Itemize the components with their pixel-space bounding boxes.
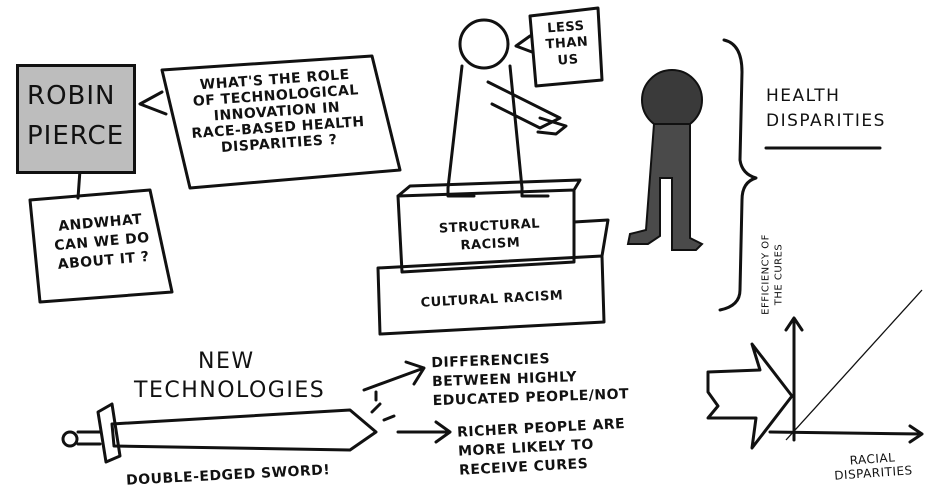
new-technologies-label: NEW TECHNOLOGIES xyxy=(134,348,364,405)
followup-bubble-tail xyxy=(76,168,82,200)
new-technologies-line: TECHNOLOGIES xyxy=(134,377,326,403)
health-disparities-line: HEALTH xyxy=(766,86,841,106)
sword-pommel xyxy=(61,430,79,448)
followup-bubble-text: ANDWHAT CAN WE DO ABOUT IT ? xyxy=(36,209,168,277)
sword-blade xyxy=(110,408,378,452)
silhouette-figure xyxy=(626,69,704,251)
figure-pointing-hand xyxy=(536,116,568,136)
health-disparities-bracket xyxy=(718,38,758,312)
graph-y-axis-label: EFFICIENCY OF THE CURES xyxy=(761,210,786,340)
graph-trend-line xyxy=(785,289,923,441)
graph-x-axis xyxy=(768,424,924,444)
effect-richer-text: RICHER PEOPLE ARE MORE LIKELY TO RECEIVE… xyxy=(457,412,680,480)
figure-speech-tail xyxy=(514,34,534,54)
speaker-name-box: ROBIN PIERCE xyxy=(16,64,136,174)
sword-grip xyxy=(76,430,102,446)
question-bubble-outline xyxy=(160,54,402,190)
figure-speech-text: LESS THAN US xyxy=(536,18,597,71)
health-disparities-label: HEALTH DISPARITIES xyxy=(766,84,906,133)
figure-head xyxy=(458,18,510,70)
graph-y-label-line: THE CURES xyxy=(773,243,784,306)
figure-speech-outline xyxy=(528,6,604,88)
figure-arm xyxy=(486,80,562,130)
arrow-to-differences xyxy=(362,360,426,392)
question-bubble-tail xyxy=(138,90,168,116)
new-technologies-line: NEW xyxy=(198,349,255,374)
speaker-first-name: ROBIN xyxy=(27,81,116,111)
graph-y-axis xyxy=(784,316,804,442)
arrow-to-richer xyxy=(396,420,452,444)
figure-body xyxy=(446,64,524,190)
sword-sparkle xyxy=(370,390,396,422)
graph-y-label-line: EFFICIENCY OF xyxy=(760,234,772,315)
followup-bubble-outline xyxy=(28,188,174,304)
pedestal-bottom-block xyxy=(376,218,610,336)
question-bubble-text: WHAT'S THE ROLE OF TECHNOLOGICAL INNOVAT… xyxy=(169,65,384,160)
effect-differences-text: DIFFERENCIES BETWEEN HIGHLY EDUCATED PEO… xyxy=(431,346,673,411)
sword-crossguard xyxy=(96,402,122,464)
health-disparities-line: DISPARITIES xyxy=(766,110,886,131)
pedestal-top-block xyxy=(396,178,582,274)
speaker-last-name: PIERCE xyxy=(27,121,125,151)
big-outline-arrow xyxy=(706,342,794,450)
